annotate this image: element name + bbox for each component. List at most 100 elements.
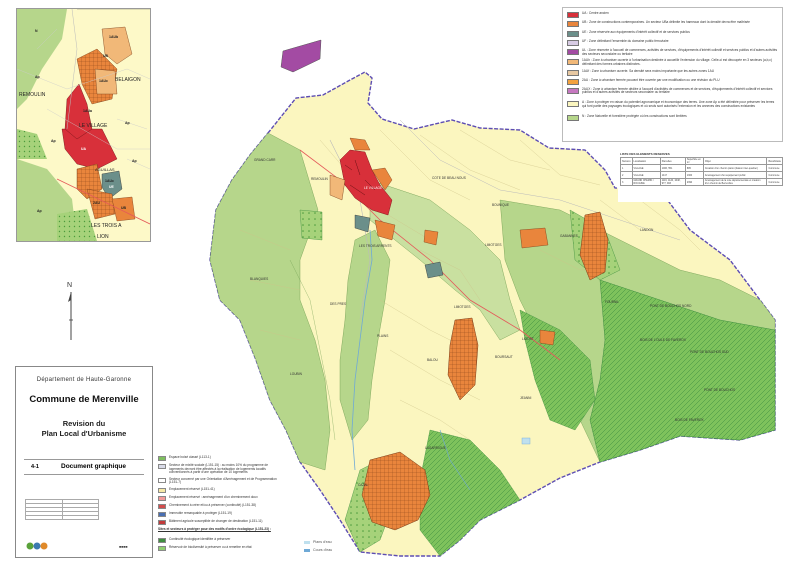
zone-ul [280, 39, 322, 73]
inset-zone-label: Ap [37, 209, 42, 213]
legend-item-ua: UA : Centre ancien [567, 11, 779, 18]
place-label: PONT DE BOUCHOS SUD [690, 350, 729, 354]
legend-swatch [567, 49, 579, 56]
inset-zone-label: Ap [125, 121, 130, 125]
er-cell: VILLAGE [631, 164, 661, 172]
legend-swatch [567, 69, 579, 76]
legend-swatch [567, 115, 579, 122]
legend-text: 1AUh : Zone à urbaniser ouverte à l'urba… [582, 58, 772, 66]
overlay-legend-swatch [158, 488, 166, 493]
inset-zone-label: UE [109, 185, 114, 189]
place-label: LIMOTGES [485, 243, 502, 247]
water-legend-text: Plans d'eau [313, 540, 332, 544]
north-arrow: N [63, 282, 81, 342]
overlay-legend-text: Secteur concerné par une Orientation d'A… [169, 476, 277, 485]
reserved-sites-grid: Numéro Localisation Parcelles Superficie… [620, 157, 783, 186]
overlay-legend-text: Emplacement réservé : aménagement d'un c… [169, 495, 258, 499]
document-band [24, 459, 144, 475]
overlay-legend-text: Bâtiment agricole susceptible de changer… [169, 519, 263, 523]
legend-text: UE : Zone réservée aux équipements d'int… [582, 30, 690, 35]
legend-swatch [567, 12, 579, 18]
table-row: 3 GRAND CHEMIN / ROUGINE 1116, 1120, 104… [620, 178, 783, 186]
table-row: 1 VILLAGE 1006, 551 895 Création d'un ch… [620, 164, 783, 172]
place-label: LANDON [640, 228, 654, 232]
er-cell: 2390 [684, 178, 704, 186]
water-legend-text: Cours d'eau [313, 548, 333, 552]
er-header: Superficie en m² [684, 157, 704, 165]
legend-text: 2AU : Zone à urbaniser fermée pouvant êt… [582, 77, 720, 82]
legend-item-2aux: 2AUX : Zone à urbaniser fermée dédiée à … [567, 86, 779, 99]
er-cell: 1417 [659, 171, 686, 179]
overlay-legend-swatch [158, 456, 166, 461]
place-label: DES PRES [330, 302, 347, 306]
water-legend-item: Cours d'eau [304, 548, 332, 552]
er-cell: 1006, 551 [659, 164, 686, 172]
legend-swatch [567, 59, 579, 66]
legend-text: UB : Zone de constructions contemporaine… [582, 20, 750, 24]
legend-item-ue: UE : Zone réservée aux équipements d'int… [567, 30, 779, 38]
er-cell: 1 [620, 164, 633, 172]
overlay-legend-text: Réservoir de biodiversité à préserver ou… [169, 545, 252, 550]
er-header: Bénéficiaire [766, 157, 783, 165]
er-cell: Commune [766, 171, 783, 179]
inset-place-belaigon: BELAIGON [115, 77, 141, 83]
er-header: Numéro [620, 157, 633, 165]
legend-item-uf: UF : Zone délimitant l'ensemble du domai… [567, 39, 779, 47]
inset-place-le-village: LE VILLAGE [79, 123, 108, 129]
overlay-legend: Espace boisé classé (L113-1) Secteur de m… [155, 454, 285, 560]
place-label: CAZAL [358, 483, 369, 487]
legend-text: 2AUX : Zone à urbaniser fermée dédiée à … [582, 86, 773, 95]
place-label: BOUNIQUE [492, 203, 510, 207]
zone-n-central [339, 229, 391, 441]
zone-ub-central [447, 317, 479, 401]
overlay-legend-swatch [158, 512, 166, 517]
er-cell: 1300 [684, 171, 704, 179]
place-label: PLAINS [377, 334, 389, 338]
overlay-legend-swatch [158, 520, 166, 525]
agency-logo [26, 542, 48, 550]
legend-text: N : Zone Naturelle et forestière protégé… [582, 114, 687, 119]
place-label: BLANQUIES [250, 277, 269, 281]
overlay-legend-swatch [158, 546, 166, 552]
legend-item-ub: UB : Zone de constructions contemporaine… [567, 20, 779, 28]
er-cell: Aménagement d'un équipement public [702, 171, 768, 179]
legend-swatch [567, 87, 579, 94]
legend-swatch [567, 40, 579, 47]
inset-zone-label: N [35, 29, 38, 33]
stream [351, 229, 373, 471]
er-cell: 895 [684, 164, 704, 172]
place-label: LOUBIN [290, 372, 302, 376]
place-label: PONT DE BOUCHOS NORD [650, 304, 692, 308]
er-cell: Commune [766, 178, 783, 186]
place-label: BOURSAUT [495, 355, 513, 359]
scale-mark: ■■■■ [119, 545, 128, 549]
place-label: BALOU [427, 358, 438, 362]
place-label: COTE DE BEAU NOUS [432, 176, 466, 180]
er-header: Objet [702, 157, 768, 165]
overlay-legend-text: Immeuble remarquable à protéger (L151-19… [169, 511, 232, 515]
inset-zone-label: UB [121, 206, 127, 210]
legend-text: UF : Zone délimitant l'ensemble du domai… [582, 39, 669, 44]
overlay-legend-text: Secteur de mixité sociale (L151-15) : au… [169, 463, 269, 475]
inset-place-aguillas: AGUILLAS [95, 167, 115, 172]
zoning-legend: UA : Centre ancien UB : Zone de construct… [562, 7, 783, 142]
overlay-legend-text: Sites et secteurs à protéger pour des mo… [158, 527, 271, 531]
legend-item-2au: 2AU : Zone à urbaniser fermée pouvant êt… [567, 77, 779, 85]
north-label: N [67, 282, 73, 289]
reserved-sites-table: LISTE DES ELEMENTS RESERVES Numéro Local… [618, 150, 785, 202]
water-legend-swatch [304, 540, 310, 544]
place-label: BOIS DE FAVEROX [675, 418, 704, 422]
place-label: REMOULIN [311, 177, 328, 181]
overlay-legend-swatch [158, 464, 166, 469]
water-body [521, 437, 531, 445]
commune-title: Commune de Merenville [29, 394, 139, 405]
inset-zone-label: UB [103, 54, 109, 58]
department-title: Département de Haute-Garonne [36, 377, 132, 383]
inset-place-lion: LION [97, 234, 109, 240]
overlay-legend-text: Espace boisé classé (L113-1) [169, 455, 211, 459]
er-cell: VILLAGE [631, 171, 661, 179]
er-cell: Commune [766, 164, 783, 172]
legend-item-a: A : Zone à protéger en raison du potenti… [567, 101, 779, 112]
legend-swatch [567, 21, 579, 27]
